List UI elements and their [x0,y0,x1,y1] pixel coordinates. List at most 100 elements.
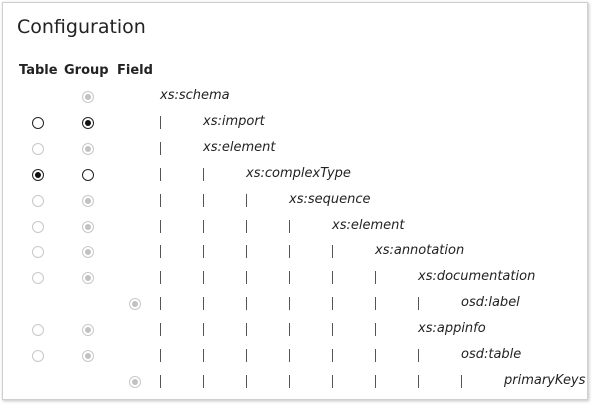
tree-indent-line [332,245,333,259]
tree-indent-line [375,374,376,388]
tree-indent-line [375,271,376,285]
tree-row: osd:label [3,291,583,317]
tree-node-label: xs:appinfo [418,321,486,337]
tree-node-label: osd:label [461,295,520,311]
tree-node-label: osd:table [461,347,522,362]
tree-indent-line [203,323,204,337]
field-radio [129,298,141,311]
tree-node-label: xs:schema [160,88,230,103]
tree-indent-line [289,219,290,233]
group-radio [82,272,94,285]
tree-indent-line [203,193,204,207]
tree-indent-line [375,297,376,311]
configuration-panel: Configuration Table Group Field xs:schem… [2,2,588,400]
column-header-field: Field [117,63,153,78]
tree-row: primaryKeys [3,369,586,395]
tree-indent-line [289,297,290,311]
tree-indent-line [203,167,204,181]
tree-indent-line [246,374,247,388]
group-radio [82,194,94,207]
tree-indent-line [332,349,333,362]
tree-indent-line [246,349,247,362]
tree-indent-line [160,323,161,337]
tree-indent-line [375,349,376,362]
tree-indent-line [246,297,247,311]
tree-indent-line [332,271,333,285]
column-header-table: Table [19,63,58,78]
tree-row: osd:table [3,343,583,369]
tree-indent-line [160,349,161,362]
tree-row: xs:annotation [3,239,583,265]
group-radio [82,350,94,362]
tree-row: xs:complexType [3,162,583,188]
tree-indent-line [289,349,290,362]
tree-indent-line [203,374,204,388]
table-radio [32,246,44,259]
tree-indent-line [160,297,161,311]
tree-indent-line [418,349,419,362]
tree-row: xs:sequence [3,188,583,214]
tree-node-label: xs:documentation [418,269,536,285]
table-radio[interactable] [32,116,44,129]
tree-indent-line [289,271,290,285]
group-radio [82,142,94,155]
tree-row: xs:documentation [3,265,583,291]
tree-indent-line [203,297,204,311]
tree-indent-line [332,323,333,337]
field-radio [129,375,141,388]
tree-node-label: xs:annotation [375,243,465,259]
tree-indent-line [418,297,419,311]
table-radio [32,142,44,155]
group-radio [82,324,94,337]
tree-node-label: xs:import [203,113,265,129]
tree-row: xs:import [3,110,583,136]
table-radio [32,272,44,285]
tree-indent-line [332,374,333,388]
table-radio [32,324,44,337]
group-radio [82,220,94,233]
group-radio[interactable] [82,168,94,181]
table-radio [32,220,44,233]
tree-indent-line [289,323,290,337]
tree-row: xs:element [3,136,583,162]
tree-node-label: xs:element [203,139,276,155]
tree-indent-line [160,193,161,207]
tree-indent-line [375,323,376,337]
tree-indent-line [246,323,247,337]
tree-row: xs:element [3,214,583,240]
tree-indent-line [160,245,161,259]
tree-indent-line [203,219,204,233]
tree-node-label: xs:complexType [246,165,351,181]
tree-node-label: primaryKeys [504,372,586,388]
tree-indent-line [246,219,247,233]
tree-indent-line [203,349,204,362]
tree-indent-line [461,374,462,388]
table-radio [32,194,44,207]
tree-indent-line [246,245,247,259]
tree-indent-line [246,193,247,207]
group-radio [82,246,94,259]
tree-indent-line [160,374,161,388]
tree-node-label: xs:sequence [289,191,371,207]
tree-indent-line [160,271,161,285]
tree-indent-line [332,297,333,311]
tree-row: xs:schema [3,84,583,110]
column-header-group: Group [64,63,109,78]
tree-indent-line [203,245,204,259]
tree-indent-line [289,245,290,259]
group-radio [82,91,94,103]
group-radio[interactable] [82,116,94,129]
tree-indent-line [160,115,161,129]
tree-indent-line [160,219,161,233]
tree-indent-line [160,141,161,155]
tree-indent-line [160,167,161,181]
tree-indent-line [289,374,290,388]
tree-indent-line [418,374,419,388]
tree-node-label: xs:element [332,217,405,233]
table-radio [32,350,44,362]
tree-row: xs:appinfo [3,317,583,343]
tree-indent-line [203,271,204,285]
tree-indent-line [246,271,247,285]
table-radio[interactable] [32,168,44,181]
panel-title: Configuration [17,16,146,38]
